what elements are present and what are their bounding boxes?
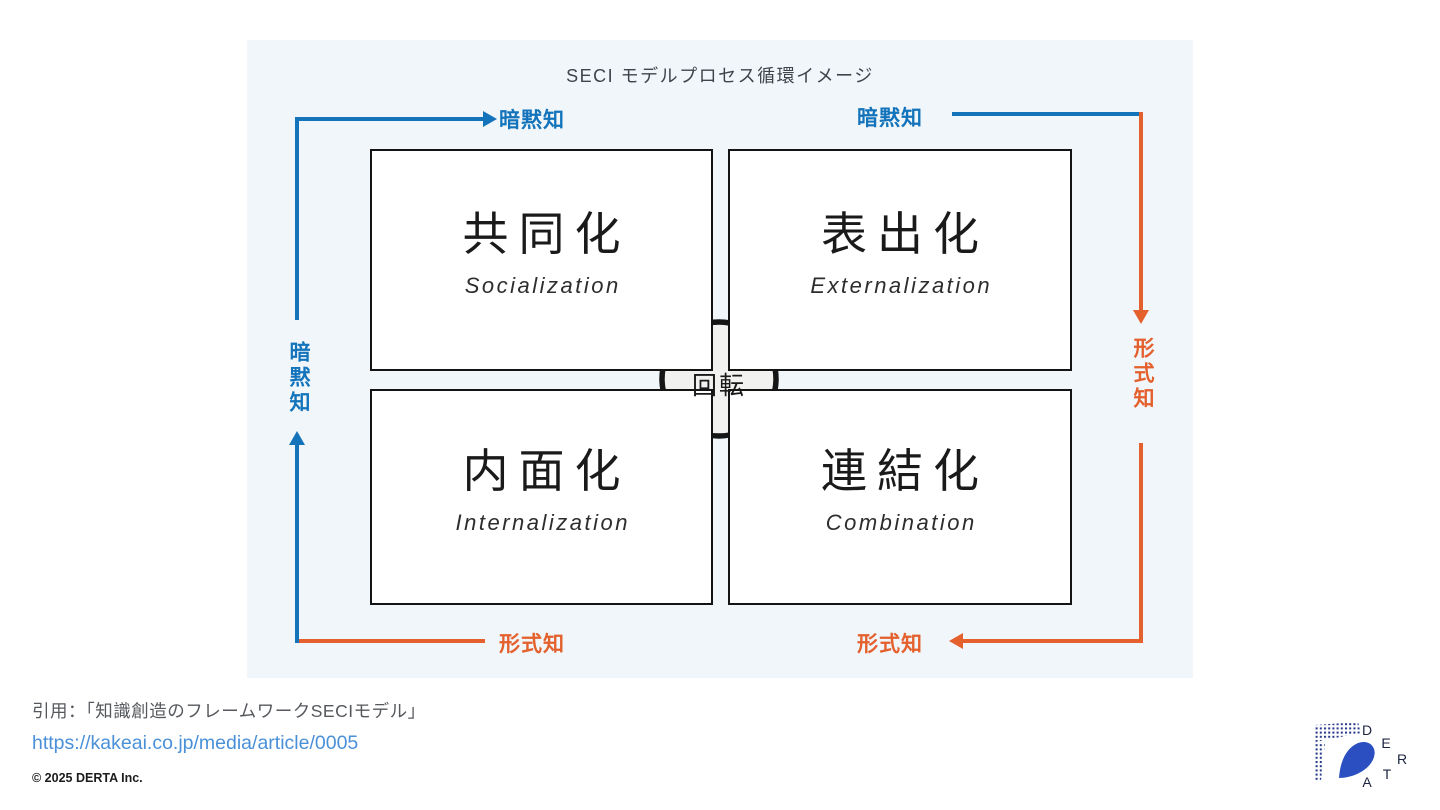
derta-logo: D E R T A xyxy=(1314,722,1407,790)
label-tacit-top-right: 暗黙知 xyxy=(857,107,923,130)
arrowhead-down-icon xyxy=(1133,310,1149,324)
svg-text:R: R xyxy=(1397,751,1407,767)
arrowhead-right-icon xyxy=(483,111,497,127)
quadrant-title-en: Externalization xyxy=(810,273,993,298)
label-explicit-bottom-right: 形式知 xyxy=(857,633,923,656)
quadrant-externalization: 表出化 Externalization xyxy=(728,149,1072,371)
citation-text: 引用：「知識創造のフレームワークSECIモデル」 xyxy=(32,701,426,721)
quadrant-internalization: 内面化 Internalization xyxy=(370,389,713,605)
svg-text:T: T xyxy=(1383,766,1392,782)
quadrant-title-en: Internalization xyxy=(455,510,630,535)
quadrant-combination: 連結化 Combination xyxy=(728,389,1072,605)
label-explicit-bottom-left: 形式知 xyxy=(499,633,565,656)
seci-diagram-panel: SECI モデルプロセス循環イメージ 共同化 xyxy=(247,40,1193,678)
svg-text:E: E xyxy=(1381,735,1390,751)
svg-text:A: A xyxy=(1362,774,1372,790)
arrowhead-up-icon xyxy=(289,431,305,445)
copyright-text: © 2025 DERTA Inc. xyxy=(32,771,143,785)
rotation-label: 回転 xyxy=(691,372,746,400)
label-explicit-right: 形式知 xyxy=(1131,337,1154,412)
logo-dot-ribbon xyxy=(1314,722,1361,781)
arrowhead-left-icon xyxy=(949,633,963,649)
footer: 引用：「知識創造のフレームワークSECIモデル」 https://kakeai.… xyxy=(32,698,426,785)
logo-teardrop-icon xyxy=(1339,741,1375,778)
quadrant-title-en: Socialization xyxy=(464,273,621,298)
quadrant-title-jp: 共同化 xyxy=(462,208,631,260)
svg-text:D: D xyxy=(1362,722,1372,738)
diagram-title: SECI モデルプロセス循環イメージ xyxy=(566,66,874,86)
quadrant-title-jp: 表出化 xyxy=(821,208,989,260)
quadrant-socialization: 共同化 Socialization xyxy=(370,149,713,371)
source-link[interactable]: https://kakeai.co.jp/media/article/0005 xyxy=(32,732,359,754)
quadrant-title-jp: 連結化 xyxy=(821,445,989,497)
label-tacit-top-left: 暗黙知 xyxy=(499,109,565,132)
logo-letters: D E R T A xyxy=(1362,722,1407,790)
quadrant-title-jp: 内面化 xyxy=(462,445,631,497)
quadrant-title-en: Combination xyxy=(825,510,977,535)
label-tacit-left: 暗黙知 xyxy=(287,341,310,416)
